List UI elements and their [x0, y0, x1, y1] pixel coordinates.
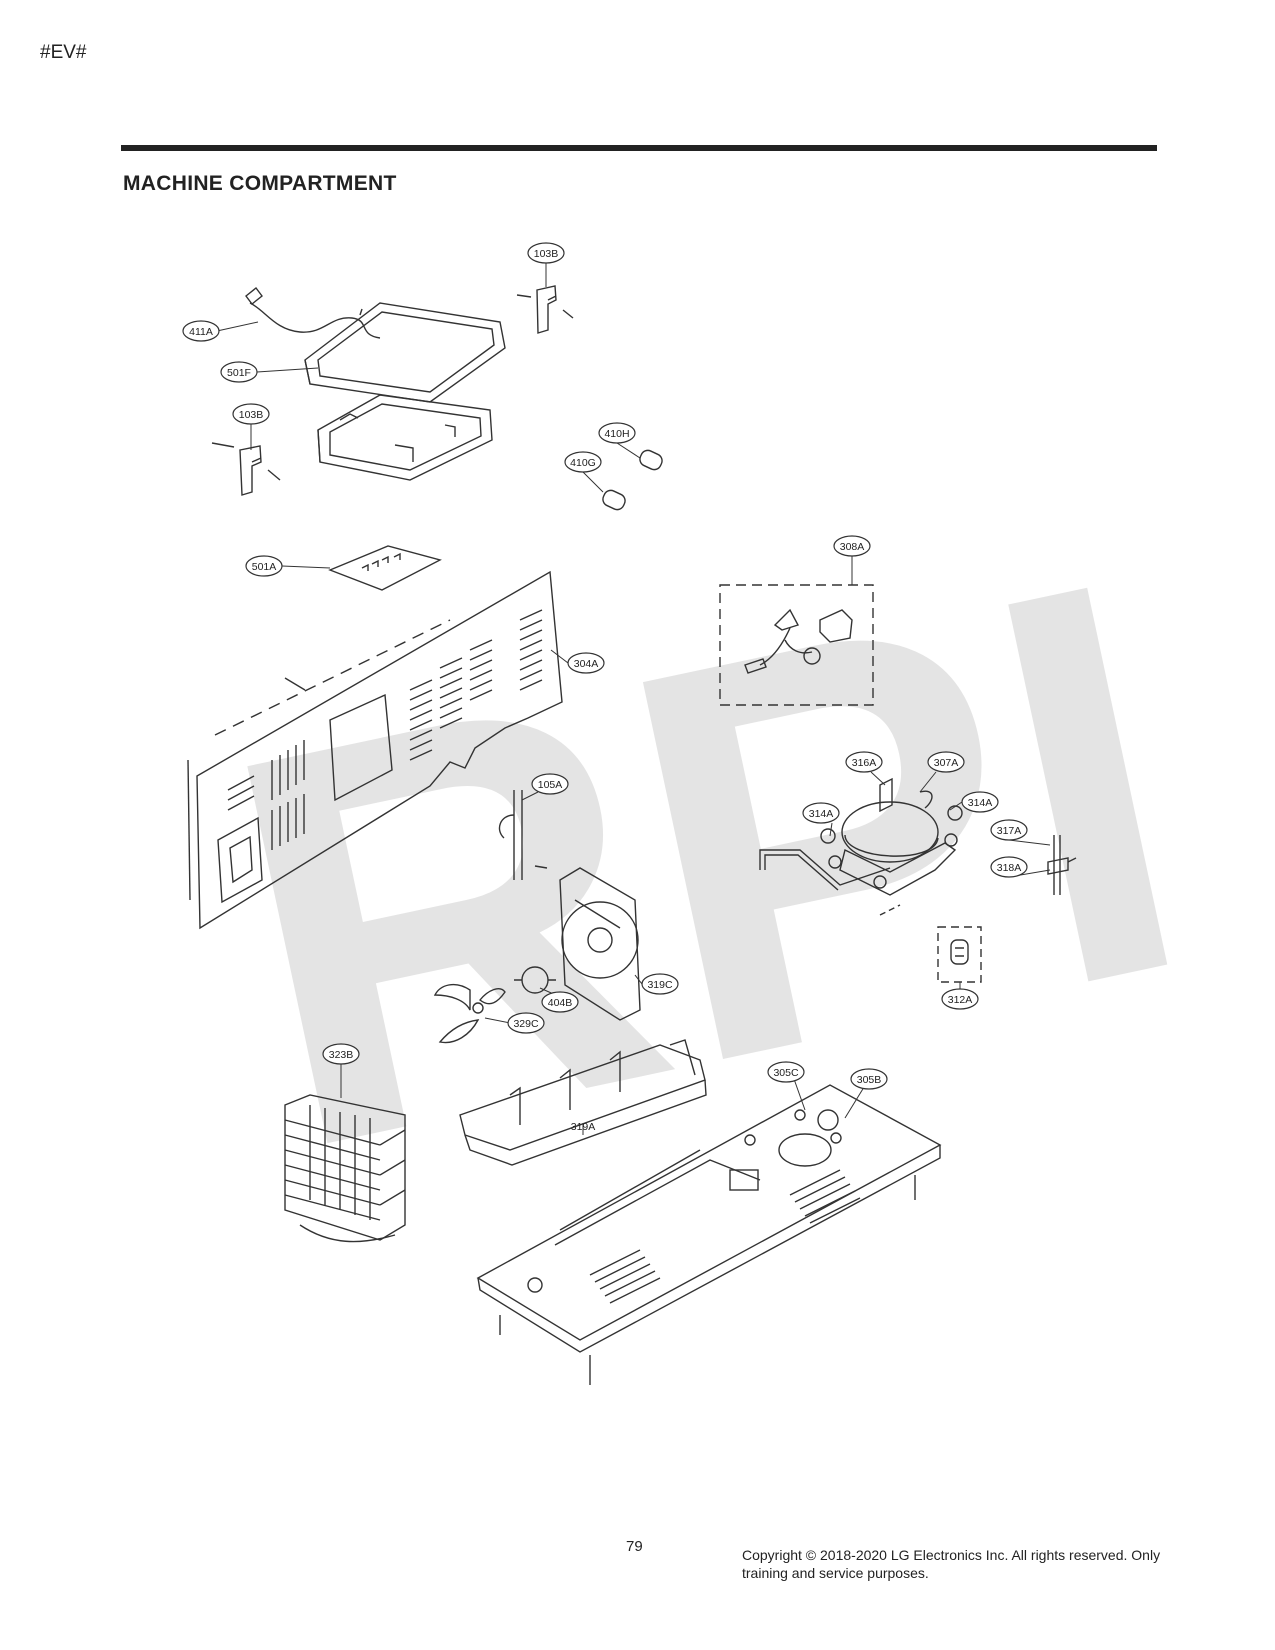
callout-410h: 410H	[604, 428, 629, 440]
callout-312a: 312A	[948, 994, 973, 1006]
callout-103b-upper: 103B	[534, 248, 559, 260]
pcb-part	[328, 545, 442, 591]
callout-501f: 501F	[227, 367, 251, 379]
callout-329c: 329C	[513, 1018, 539, 1030]
callout-labels: 103B 411A 501F 103B 410H 410G 501A 308A …	[189, 248, 1021, 1133]
watermark: RPI	[185, 461, 1228, 1267]
fan-motor-part	[514, 966, 556, 994]
bracket-part-lower	[211, 442, 281, 496]
callout-307a: 307A	[934, 757, 959, 769]
callout-103b-lower: 103B	[239, 409, 264, 421]
base-plate-part	[476, 1084, 942, 1385]
base-tray-part	[459, 1039, 707, 1166]
callout-318a: 318A	[997, 862, 1022, 874]
callout-308a: 308A	[840, 541, 865, 553]
page-number: 79	[626, 1538, 643, 1555]
condenser-part	[284, 1094, 406, 1243]
callout-305c: 305C	[773, 1067, 799, 1079]
callout-411a: 411A	[189, 326, 213, 338]
callout-316a: 316A	[852, 757, 877, 769]
capacitor-part-410h	[639, 449, 663, 471]
callout-319a: 319A	[571, 1121, 596, 1133]
callout-319c: 319C	[647, 979, 673, 991]
callout-410g: 410G	[570, 457, 596, 469]
callout-304a: 304A	[574, 658, 599, 670]
power-cord-part	[245, 287, 381, 339]
callout-314a-left: 314A	[809, 808, 834, 820]
callout-305b: 305B	[857, 1074, 882, 1086]
callout-323b: 323B	[329, 1049, 354, 1061]
compressor-part	[759, 777, 963, 916]
control-box-part	[317, 394, 493, 481]
bracket-part-upper	[516, 285, 574, 334]
fan-shroud-part	[559, 867, 641, 1021]
pipe-part	[498, 790, 548, 880]
callout-bubbles	[182, 242, 1028, 1090]
fan-blade-part	[433, 983, 506, 1044]
callout-501a: 501A	[252, 561, 277, 573]
callout-317a: 317A	[997, 825, 1022, 837]
document-code: #EV#	[40, 42, 87, 63]
callout-314a-right: 314A	[968, 797, 993, 809]
callout-404b: 404B	[548, 997, 573, 1009]
leader-lines	[216, 263, 1051, 1135]
section-title: MACHINE COMPARTMENT	[123, 172, 397, 195]
callout-105a: 105A	[538, 779, 563, 791]
rear-panel-part	[187, 570, 563, 930]
relay-assembly-part	[719, 584, 874, 706]
cover-part	[304, 302, 506, 403]
copyright-notice: Copyright © 2018-2020 LG Electronics Inc…	[742, 1547, 1161, 1581]
capacitor-part-410g	[602, 489, 626, 511]
header-rule	[121, 145, 1157, 151]
